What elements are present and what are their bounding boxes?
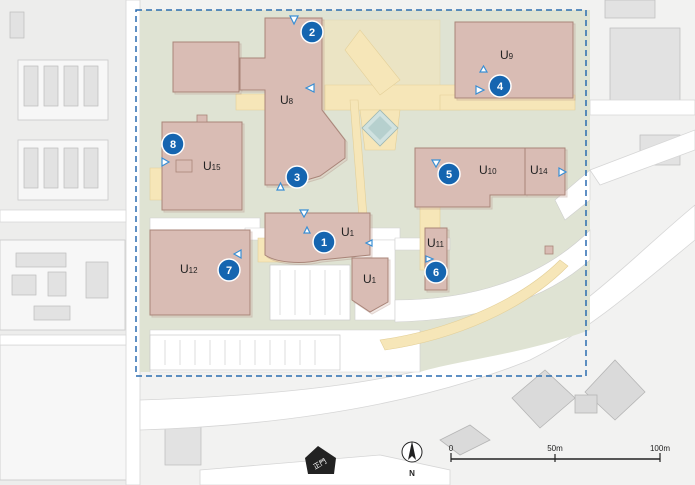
svg-text:50m: 50m bbox=[547, 444, 563, 453]
entrance-icon bbox=[475, 85, 486, 95]
svg-text:2: 2 bbox=[309, 27, 315, 39]
entrance-icon bbox=[430, 159, 442, 169]
entrance-icon bbox=[364, 239, 373, 247]
svg-text:U11: U11 bbox=[427, 236, 445, 250]
svg-text:7: 7 bbox=[226, 265, 232, 277]
svg-text:U1: U1 bbox=[341, 225, 355, 239]
svg-text:3: 3 bbox=[294, 172, 300, 184]
entrance-icon bbox=[558, 166, 568, 178]
building-u8-annex[interactable] bbox=[172, 41, 240, 93]
svg-text:6: 6 bbox=[433, 267, 439, 279]
entrance-icon bbox=[161, 156, 171, 168]
svg-text:U14: U14 bbox=[530, 163, 548, 177]
building-u1-south[interactable] bbox=[351, 257, 389, 313]
marker-6[interactable]: 6 bbox=[424, 260, 448, 284]
entrance-icon bbox=[425, 255, 435, 263]
marker-4[interactable]: 4 bbox=[488, 74, 512, 98]
north-arrow: N bbox=[401, 441, 423, 478]
entrance-markers bbox=[161, 15, 568, 263]
svg-text:1: 1 bbox=[321, 237, 327, 249]
entrance-icon bbox=[303, 225, 311, 234]
svg-text:U9: U9 bbox=[500, 48, 514, 62]
svg-text:U1: U1 bbox=[363, 272, 377, 286]
svg-text:U10: U10 bbox=[479, 163, 497, 177]
marker-2[interactable]: 2 bbox=[300, 20, 324, 44]
marker-8[interactable]: 8 bbox=[161, 132, 185, 156]
entrance-icon bbox=[276, 181, 285, 191]
building-u9[interactable] bbox=[454, 21, 574, 99]
entrance-icon bbox=[298, 209, 310, 219]
svg-text:N: N bbox=[409, 469, 415, 478]
campus-boundary bbox=[135, 9, 587, 377]
marker-1[interactable]: 1 bbox=[312, 230, 336, 254]
svg-text:5: 5 bbox=[446, 169, 452, 181]
marker-3[interactable]: 3 bbox=[285, 165, 309, 189]
entrance-icon bbox=[304, 83, 315, 93]
marker-5[interactable]: 5 bbox=[437, 162, 461, 186]
entrance-icon bbox=[478, 64, 489, 73]
svg-text:0: 0 bbox=[449, 444, 454, 453]
svg-text:U8: U8 bbox=[280, 93, 294, 107]
svg-text:100m: 100m bbox=[650, 444, 670, 453]
svg-text:8: 8 bbox=[170, 139, 176, 151]
building-labels: U8 U9 U15 U10 U14 U1 U1 U11 U12 bbox=[180, 48, 548, 286]
campus-grounds bbox=[140, 10, 591, 373]
entrance-icon bbox=[232, 248, 242, 260]
fountain bbox=[361, 109, 399, 147]
scale-bar: 0 50m 100m bbox=[449, 444, 670, 462]
location-markers: 1 2 3 4 5 6 7 8 bbox=[161, 20, 512, 284]
svg-text:U15: U15 bbox=[203, 159, 221, 173]
north-arrow-icon bbox=[408, 441, 416, 460]
svg-text:U12: U12 bbox=[180, 262, 198, 276]
main-gate[interactable]: 正門 bbox=[305, 446, 336, 474]
entrance-icon bbox=[289, 15, 299, 26]
marker-7[interactable]: 7 bbox=[217, 258, 241, 282]
svg-text:4: 4 bbox=[497, 81, 504, 93]
